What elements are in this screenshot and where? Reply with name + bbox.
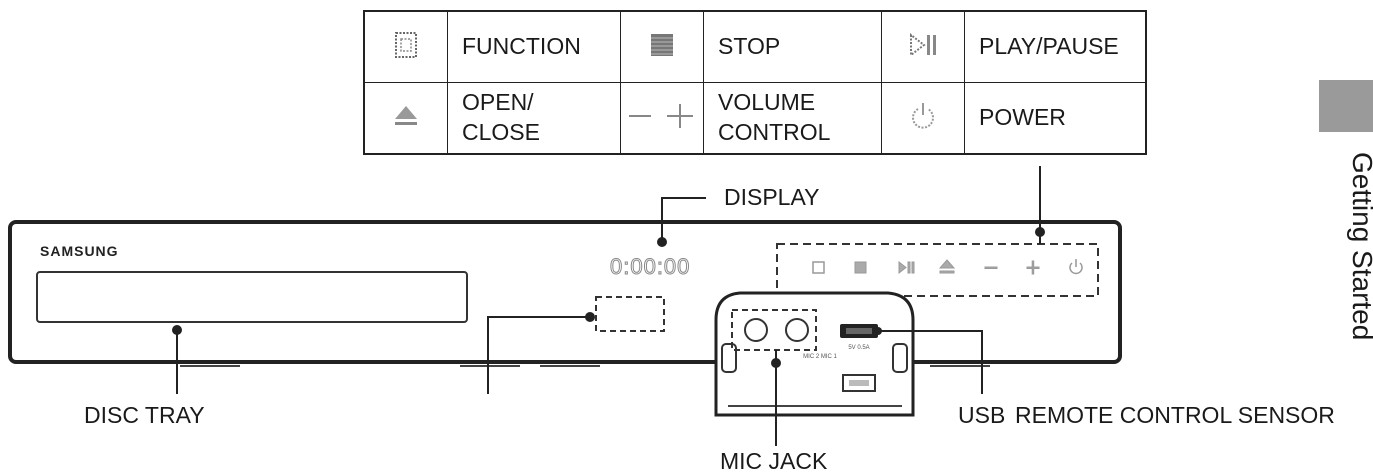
disc-tray-callout: DISC TRAY (84, 402, 205, 428)
section-title: Getting Started (1347, 152, 1373, 341)
function-table: FUNCTION STOP PLAY/PAUSE OPEN/CLOSE VOLU… (363, 10, 1147, 155)
panel-function-icon (812, 261, 825, 274)
panel-buttons (812, 259, 1083, 275)
button-panel-outline (776, 243, 1099, 297)
remote-sensor-callout: REMOTE CONTROL SENSOR (1015, 402, 1335, 428)
mic-jack-1 (785, 318, 809, 342)
mic-jack-callout: MIC JACK (720, 448, 828, 474)
panel-power-icon (1069, 262, 1083, 275)
panel-eject-icon (938, 259, 956, 269)
eject-icon (363, 82, 448, 155)
display-readout: 0:00:00 (610, 254, 690, 279)
mic-jack-outline (731, 309, 817, 351)
stop-icon (620, 10, 704, 83)
brand-logo: SAMSUNG (40, 243, 119, 259)
power-icon (881, 82, 965, 155)
power-label: POWER (964, 82, 1147, 155)
open-close-label: OPEN/CLOSE (447, 82, 621, 155)
mic-jack-2 (744, 318, 768, 342)
mic-port-text: MIC 2 MIC 1 (803, 354, 837, 360)
function-label: FUNCTION (447, 10, 621, 83)
panel-play-icon (898, 260, 907, 275)
usb-port-text: 5V 0.5A (848, 345, 869, 351)
panel-stop-icon (854, 261, 867, 274)
usb-callout: USB (958, 402, 1006, 428)
volume-icon (620, 82, 704, 155)
panel-minus-icon (984, 266, 998, 269)
display-callout: DISPLAY (724, 184, 820, 210)
remote-sensor-window (595, 296, 665, 332)
section-tab (1319, 80, 1373, 132)
disc-tray (36, 271, 468, 323)
